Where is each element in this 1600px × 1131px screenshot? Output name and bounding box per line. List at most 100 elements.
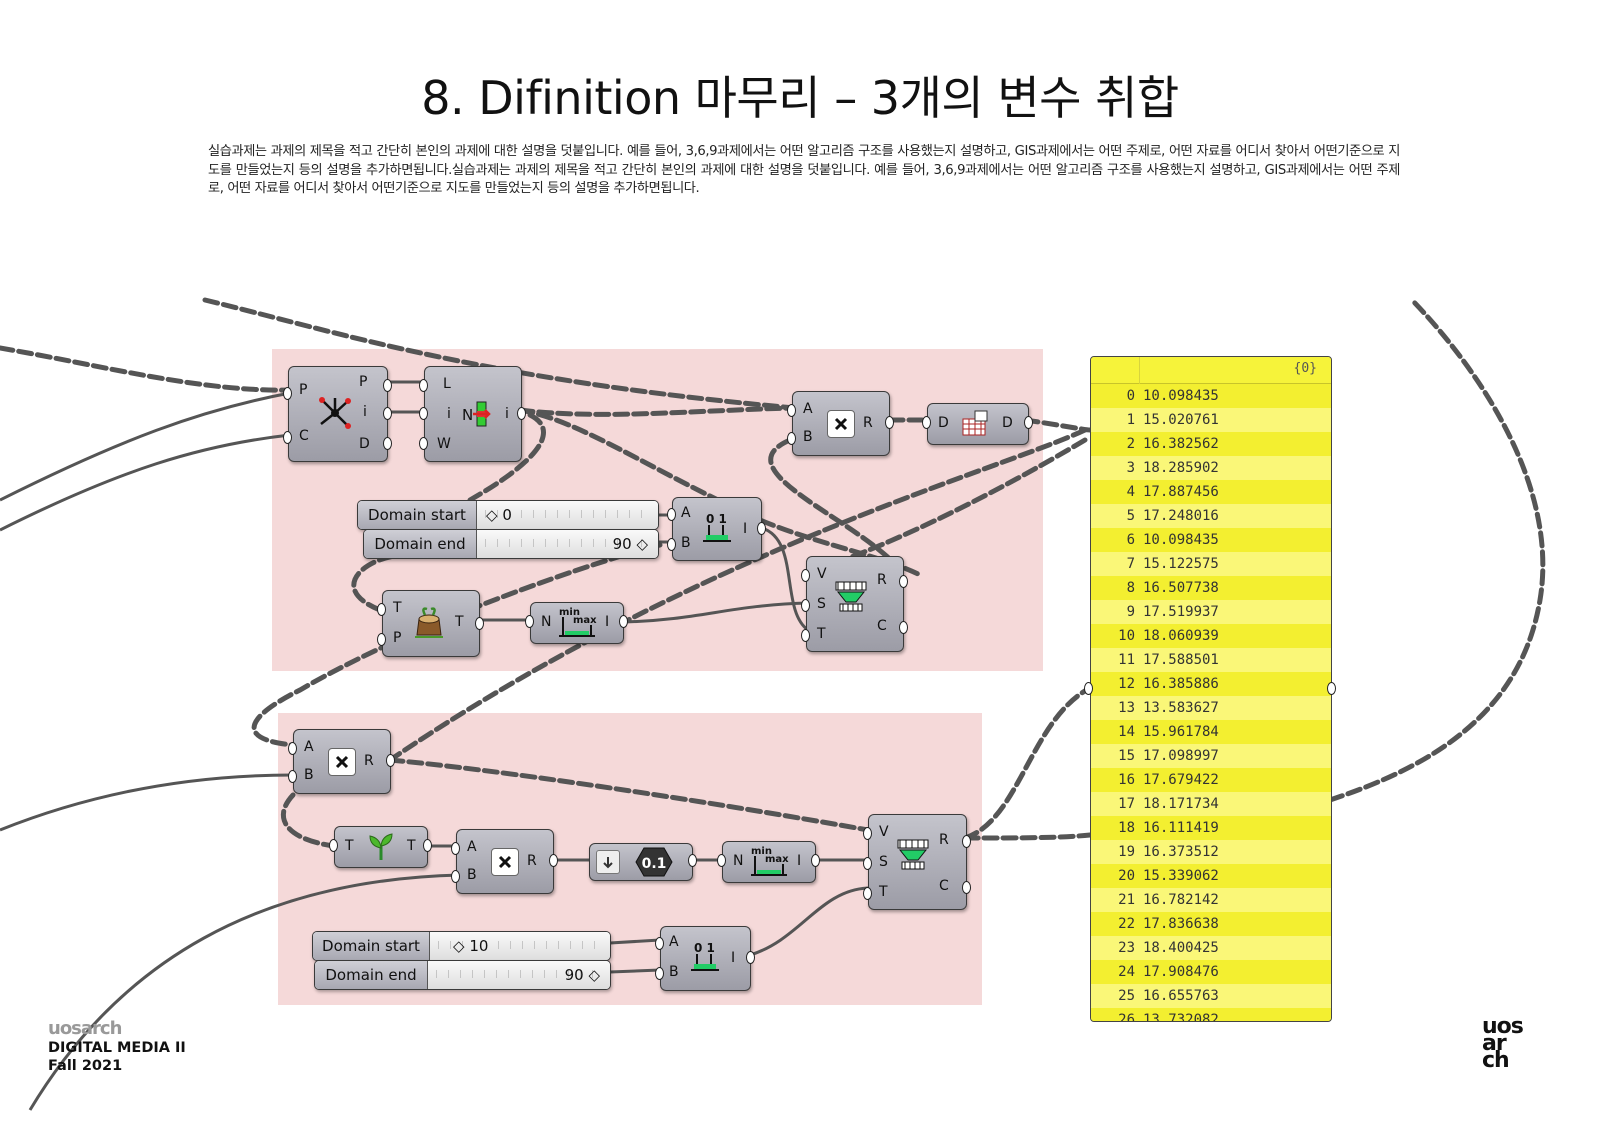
port[interactable] — [451, 870, 460, 883]
flatten-component[interactable]: D D — [922, 403, 1033, 445]
port[interactable] — [549, 854, 558, 867]
panel-input-port[interactable] — [1084, 682, 1093, 695]
port[interactable] — [1024, 416, 1033, 429]
port[interactable] — [863, 887, 872, 900]
construct-domain-component[interactable]: A B I 0 1 — [655, 926, 755, 991]
port[interactable] — [899, 575, 908, 588]
remap-numbers-component[interactable]: V S T R C — [863, 814, 971, 910]
port[interactable] — [863, 827, 872, 840]
row-value: 18.171734 — [1143, 796, 1219, 812]
panel-output-port[interactable] — [1327, 682, 1336, 695]
row-value: 15.339062 — [1143, 868, 1219, 884]
port[interactable] — [283, 431, 292, 444]
port[interactable] — [746, 951, 755, 964]
output-t: T — [407, 838, 416, 854]
port[interactable] — [419, 379, 428, 392]
port[interactable] — [787, 432, 796, 445]
domain-start-slider-bottom[interactable]: Domain start ◇ 10 — [312, 931, 611, 961]
port[interactable] — [899, 621, 908, 634]
port[interactable] — [288, 742, 297, 755]
port[interactable] — [517, 407, 526, 420]
port[interactable] — [667, 508, 676, 521]
input-n: N — [541, 614, 552, 630]
port[interactable] — [525, 615, 534, 628]
list-item-component[interactable]: L i W i N — [419, 366, 526, 462]
curve-closest-point-component[interactable]: P C P i D — [283, 366, 392, 462]
port[interactable] — [885, 416, 894, 429]
input-a: A — [803, 401, 813, 417]
port[interactable] — [717, 854, 726, 867]
port[interactable] — [757, 522, 766, 535]
port[interactable] — [377, 603, 386, 616]
input-a: A — [304, 739, 314, 755]
output-p: P — [359, 374, 368, 390]
port[interactable] — [383, 437, 392, 450]
port[interactable] — [667, 538, 676, 551]
sprout-icon — [365, 831, 397, 863]
port[interactable] — [962, 835, 971, 848]
output-i: i — [505, 406, 509, 422]
port[interactable] — [863, 857, 872, 870]
port[interactable] — [655, 937, 664, 950]
slider-label: Domain end — [315, 961, 428, 989]
domain-start-slider-top[interactable]: Domain start ◇ 0 — [357, 500, 659, 530]
domain-end-slider-top[interactable]: Domain end 90 ◇ — [363, 529, 659, 559]
port[interactable] — [383, 407, 392, 420]
row-index: 25 — [1118, 988, 1135, 1004]
port[interactable] — [655, 967, 664, 980]
multiply-component[interactable]: A B R — [787, 391, 894, 456]
row-value: 13.732082 — [1143, 1012, 1219, 1022]
port[interactable] — [787, 404, 796, 417]
port[interactable] — [329, 839, 338, 852]
construct-domain-component[interactable]: A B I 0 1 — [667, 497, 766, 561]
output-r: R — [863, 415, 873, 431]
port[interactable] — [801, 599, 810, 612]
row-value: 15.122575 — [1143, 556, 1219, 572]
number-parameter[interactable]: 0.1 — [589, 843, 697, 881]
row-value: 17.588501 — [1143, 652, 1219, 668]
port[interactable] — [619, 615, 628, 628]
port[interactable] — [451, 842, 460, 855]
multiply-component[interactable]: A B R — [288, 729, 395, 794]
footer-brand: uosarch DIGITAL MEDIA II Fall 2021 — [48, 1018, 186, 1075]
port[interactable] — [801, 569, 810, 582]
remap-numbers-component[interactable]: V S T R C — [801, 556, 908, 652]
tree-statistics-component[interactable]: T P T — [377, 590, 484, 657]
row-value: 15.020761 — [1143, 412, 1219, 428]
domain-end-slider-bottom[interactable]: Domain end 90 ◇ — [314, 960, 611, 990]
port[interactable] — [423, 839, 432, 852]
row-index: 3 — [1126, 460, 1135, 476]
row-index: 8 — [1126, 580, 1135, 596]
row-index: 4 — [1126, 484, 1135, 500]
graft-tree-component[interactable]: T T — [329, 826, 432, 868]
port[interactable] — [419, 437, 428, 450]
tree-stump-icon — [409, 603, 449, 643]
output-c: C — [877, 618, 887, 634]
logo-line-3: ch — [1482, 1048, 1510, 1073]
port[interactable] — [419, 407, 428, 420]
port[interactable] — [688, 854, 697, 867]
port[interactable] — [283, 387, 292, 400]
port[interactable] — [383, 379, 392, 392]
port[interactable] — [377, 633, 386, 646]
row-index: 12 — [1118, 676, 1135, 692]
multiply-component[interactable]: A B R — [451, 829, 558, 894]
input-b: B — [681, 535, 691, 551]
port[interactable] — [801, 629, 810, 642]
input-t: T — [817, 626, 826, 642]
port[interactable] — [386, 754, 395, 767]
port[interactable] — [475, 617, 484, 630]
port[interactable] — [962, 881, 971, 894]
port[interactable] — [288, 770, 297, 783]
slider-label: Domain start — [313, 932, 430, 960]
input-t: T — [393, 600, 402, 616]
port[interactable] — [811, 854, 820, 867]
row-index: 14 — [1118, 724, 1135, 740]
port[interactable] — [922, 416, 931, 429]
